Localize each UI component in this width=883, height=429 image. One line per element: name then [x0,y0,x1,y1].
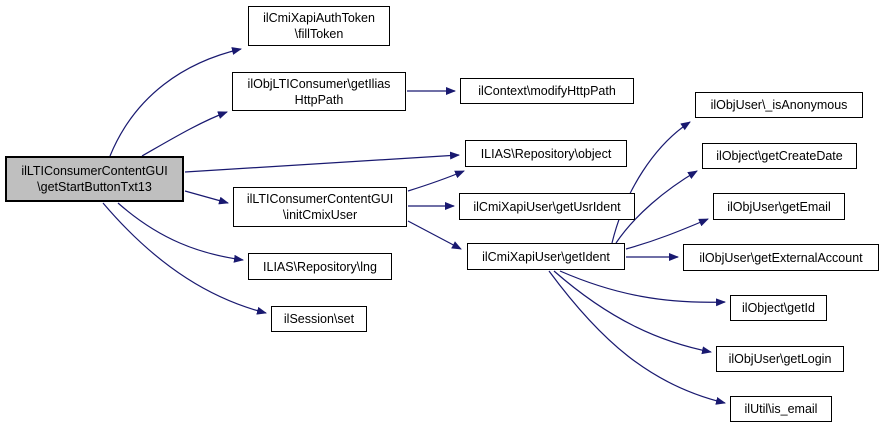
edge-getStartButtonTxt13-object [184,151,460,173]
node-is_email[interactable]: ilUtil\is_email [730,396,832,422]
node-getEmail[interactable]: ilObjUser\getEmail [713,193,845,220]
node-isAnonymous[interactable]: ilObjUser\_isAnonymous [695,92,863,118]
node-getIdent[interactable]: ilCmiXapiUser\getIdent [467,243,625,270]
edge-getIdent-is_email [548,270,726,405]
edge-getStartButtonTxt13-getIliasHttpPath [141,111,228,157]
node-repository-object[interactable]: ILIAS\Repository\object [465,140,627,167]
edge-getIdent-getCreateDate [615,170,698,244]
node-getCreateDate[interactable]: ilObject\getCreateDate [702,143,857,169]
node-getLogin[interactable]: ilObjUser\getLogin [716,346,844,372]
edge-getStartButtonTxt13-lng [117,202,244,263]
edge-getIdent-getId [559,270,726,307]
node-repository-lng[interactable]: ILIAS\Repository\lng [248,253,392,280]
edge-initCmixUser-getIdent [407,220,462,250]
node-session-set[interactable]: ilSession\set [271,306,367,332]
edge-getIdent-isAnonymous [611,121,691,244]
node-modifyHttpPath[interactable]: ilContext\modifyHttpPath [460,78,634,104]
edge-getStartButtonTxt13-fillToken [109,47,242,157]
node-getExternalAccount[interactable]: ilObjUser\getExternalAccount [683,244,879,271]
node-getUsrIdent[interactable]: ilCmiXapiUser\getUsrIdent [459,193,635,220]
edge-getStartButtonTxt13-initCmixUser [184,190,229,205]
edge-getStartButtonTxt13-set [102,202,267,315]
node-getIliasHttpPath[interactable]: ilObjLTIConsumer\getIlias HttpPath [232,72,406,111]
node-getId[interactable]: ilObject\getId [730,295,827,321]
node-getStartButtonTxt13[interactable]: ilLTIConsumerContentGUI \getStartButtonT… [5,156,184,202]
edge-getIdent-getLogin [553,270,712,355]
node-initCmixUser[interactable]: ilLTIConsumerContentGUI \initCmixUser [233,187,407,227]
node-fillToken[interactable]: ilCmiXapiAuthToken \fillToken [248,6,390,46]
edge-getIdent-getEmail [625,218,709,250]
edge-initCmixUser-object [407,170,465,192]
